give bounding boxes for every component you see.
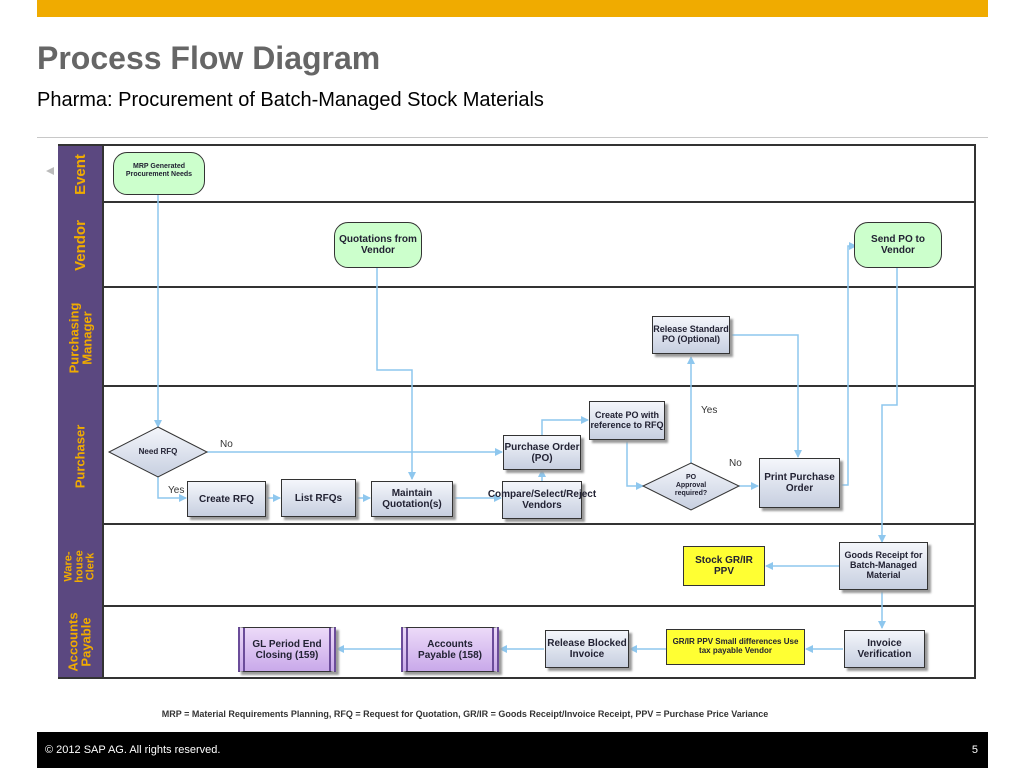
- lane-purchasing-manager: [58, 288, 976, 387]
- lane-warehouse-clerk: [58, 525, 976, 607]
- node-accounts-payable-158: Accounts Payable (158): [401, 627, 499, 672]
- footer-page-number: 5: [971, 744, 978, 756]
- node-release-blocked-invoice: Release Blocked Invoice: [545, 630, 629, 668]
- node-purchase-order: Purchase Order (PO): [503, 435, 581, 470]
- node-invoice-verification: Invoice Verification: [844, 630, 925, 668]
- po-approval-diamond: [641, 462, 741, 511]
- top-accent-bar: [37, 0, 988, 17]
- label-yes-rfq: Yes: [168, 485, 185, 496]
- lane-vendor: [58, 203, 976, 288]
- footer-bar: © 2012 SAP AG. All rights reserved. 5: [37, 732, 988, 768]
- lane-label-warehouse-clerk: Ware-house Clerk: [58, 525, 104, 607]
- footnote-abbreviations: MRP = Material Requirements Planning, RF…: [161, 709, 769, 719]
- label-no-rfq: No: [220, 439, 233, 450]
- node-grir-ppv-small-differences: GR/IR PPV Small differences Use tax paya…: [666, 629, 805, 665]
- flow-create-ref-to-approval: [626, 440, 644, 490]
- lane-label-purchaser: Purchaser: [58, 387, 104, 525]
- node-po-approval-label: PO Approval required?: [674, 474, 708, 497]
- lane-purchaser: [58, 387, 976, 525]
- page-title: Process Flow Diagram: [37, 40, 381, 76]
- node-quotations-from-vendor: Quotations from Vendor: [334, 222, 422, 268]
- node-maintain-quotation: Maintain Quotation(s): [371, 481, 453, 517]
- lane-label-accounts-payable: Accounts Payable: [58, 607, 104, 677]
- node-create-rfq: Create RFQ: [187, 481, 266, 517]
- node-print-purchase-order: Print Purchase Order: [759, 458, 840, 508]
- header-divider: [37, 137, 988, 138]
- need-rfq-diamond: [107, 426, 209, 478]
- node-mrp-generated: MRP Generated Procurement Needs: [113, 152, 205, 195]
- label-no-approval: No: [729, 458, 742, 469]
- flow-quotations-to-maintain: [376, 268, 416, 480]
- node-send-po-to-vendor: Send PO to Vendor: [854, 222, 942, 268]
- lane-label-event: Event: [58, 146, 104, 203]
- node-release-standard-po: Release Standard PO (Optional): [652, 316, 730, 354]
- node-compare-select-reject: Compare/Select/Reject Vendors: [488, 481, 596, 519]
- node-gl-period-end-closing: GL Period End Closing (159): [238, 627, 336, 672]
- lane-event: [58, 144, 976, 203]
- node-create-po-with-reference: Create PO with reference to RFQ: [589, 401, 665, 440]
- node-stock-grir-ppv: Stock GR/IR PPV: [683, 546, 765, 586]
- lane-label-vendor: Vendor: [58, 203, 104, 288]
- flow-po-to-create-ref: [541, 416, 589, 435]
- flow-need-rfq-yes: [157, 477, 187, 502]
- flow-release-to-print: [731, 334, 802, 458]
- page-subtitle: Pharma: Procurement of Batch-Managed Sto…: [37, 89, 544, 111]
- node-need-rfq-label: Need RFQ: [138, 446, 178, 456]
- flow-print-to-send: [840, 242, 857, 486]
- node-list-rfqs: List RFQs: [281, 479, 356, 517]
- label-yes-approval: Yes: [701, 405, 718, 416]
- diamond-shapes: [107, 426, 741, 511]
- pointer-arrow-icon: [46, 167, 54, 175]
- node-goods-receipt: Goods Receipt for Batch-Managed Material: [839, 542, 928, 590]
- footer-copyright: © 2012 SAP AG. All rights reserved.: [45, 744, 221, 756]
- flow-send-to-goods-receipt: [878, 268, 898, 543]
- lane-label-purchasing-manager: Purchasing Manager: [58, 288, 104, 387]
